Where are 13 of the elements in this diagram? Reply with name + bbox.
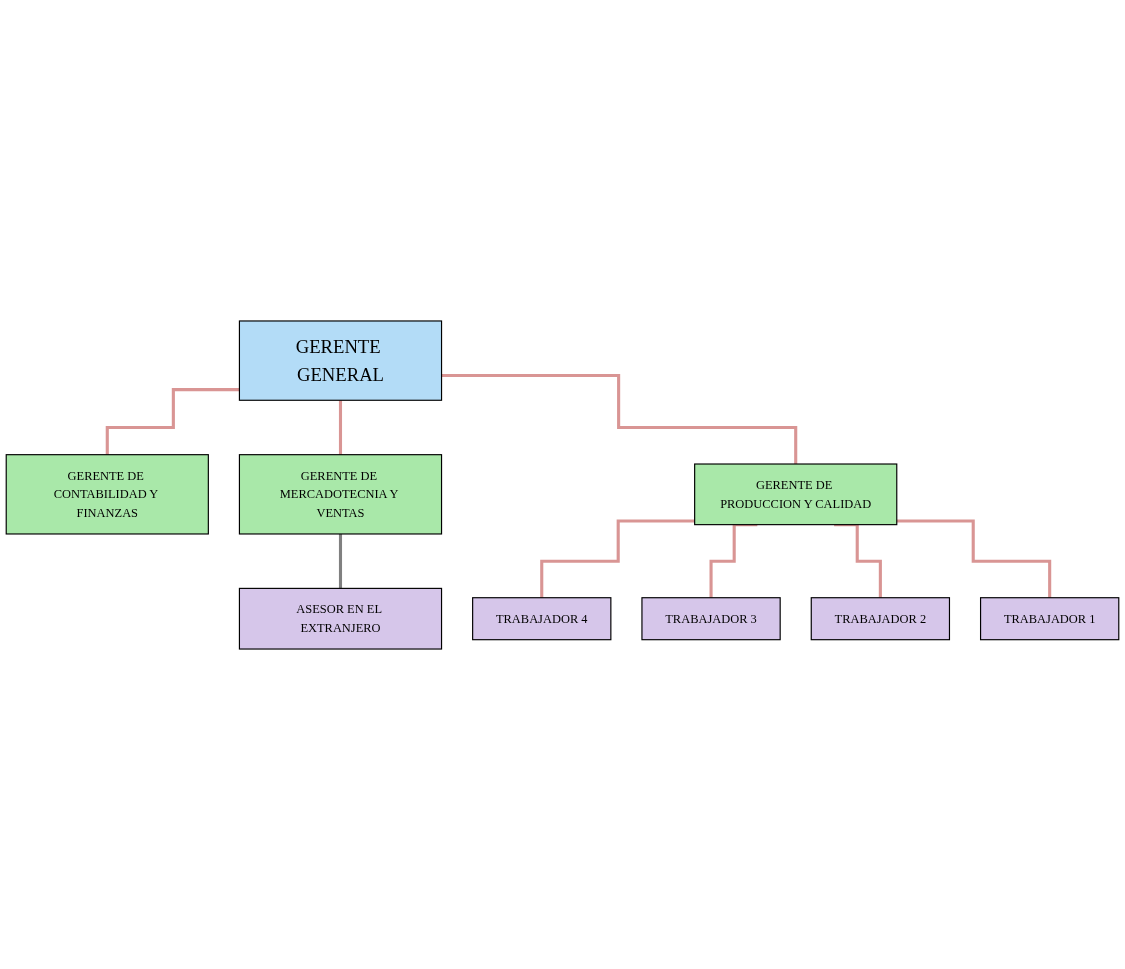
node-box: TRABAJADOR 1 [980, 596, 1120, 640]
connector [540, 518, 695, 599]
node-box: TRABAJADOR 2 [810, 596, 951, 640]
node-box: GERENTE DE PRODUCCION Y CALIDAD [694, 462, 898, 525]
node-box: ASESOR EN EL EXTRANJERO [238, 587, 443, 650]
connector [896, 518, 1052, 599]
connector [338, 398, 343, 456]
node-box: TRABAJADOR 3 [641, 596, 781, 640]
connector [105, 387, 240, 456]
node-box: GERENTE DE MERCADOTECNIA Y VENTAS [238, 453, 443, 535]
node-box: GERENTE GENERAL [238, 319, 443, 401]
node-box: TRABAJADOR 4 [472, 596, 612, 640]
node-box: GERENTE DE CONTABILIDAD Y FINANZAS [5, 453, 209, 535]
